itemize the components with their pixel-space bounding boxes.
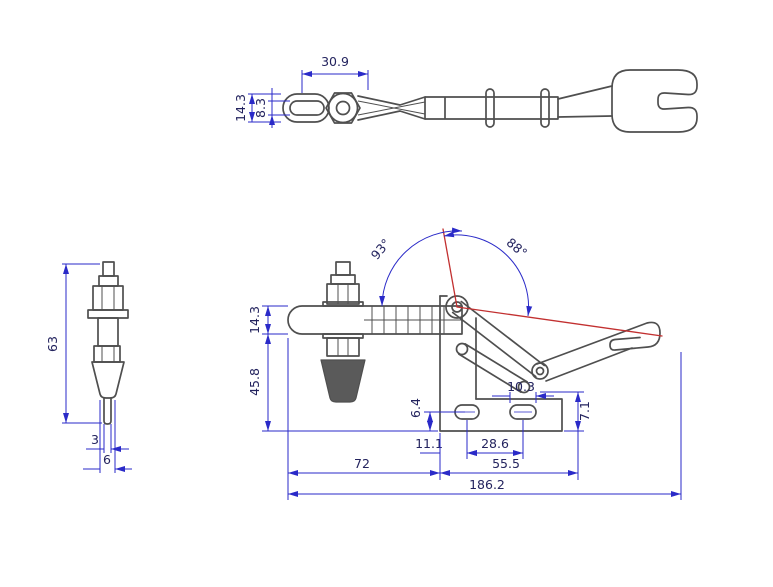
flange-washer bbox=[87, 309, 129, 319]
dim-hole-pitch-label: 28.6 bbox=[481, 436, 509, 451]
top-view: 30.9 14.3 8.3 bbox=[233, 54, 698, 133]
side-view-dimensions: 14.3 45.8 6.4 11.1 28.6 10.3 7.1 bbox=[247, 305, 682, 500]
handle-neck bbox=[557, 85, 613, 118]
angle-arc-sweep bbox=[443, 231, 533, 317]
spindle-cap bbox=[102, 261, 115, 277]
dim-slot-length-label: 10.3 bbox=[507, 379, 535, 394]
dim-base-span-label: 55.5 bbox=[492, 456, 520, 471]
tip-stem bbox=[103, 397, 112, 425]
secondary-link bbox=[458, 343, 528, 393]
nut-bore bbox=[335, 100, 351, 116]
fork-cross-lines bbox=[357, 100, 426, 116]
dim-arm-reach-label: 72 bbox=[354, 456, 370, 471]
eye-slot bbox=[289, 100, 325, 116]
ext-lines-inner-height bbox=[268, 100, 290, 116]
top-view-dimensions: 30.9 14.3 8.3 bbox=[233, 54, 369, 128]
handle-lever-bottom bbox=[545, 347, 633, 382]
spindle-washer-upper bbox=[322, 301, 364, 307]
ext-lines-height-63 bbox=[62, 263, 102, 424]
handle-grip-top bbox=[611, 69, 698, 133]
dim-tip-6-label: 6 bbox=[103, 452, 111, 467]
link-joint-outer bbox=[531, 362, 549, 380]
spindle-body bbox=[97, 317, 119, 347]
link-bar bbox=[424, 96, 559, 120]
hex-nut-top bbox=[325, 92, 361, 124]
hex-facets-upper bbox=[101, 286, 115, 310]
spindle-cap-side bbox=[335, 261, 351, 276]
dim-hole-offset-label: 6.4 bbox=[408, 398, 423, 418]
dim-body-height-label: 45.8 bbox=[247, 368, 262, 396]
spindle-facets-upper bbox=[337, 284, 349, 304]
dim-overall-length-label: 186.2 bbox=[469, 477, 505, 492]
dim-top-width-label: 30.9 bbox=[321, 54, 349, 69]
mounting-slot-right bbox=[509, 404, 537, 420]
dim-inner-height-label: 8.3 bbox=[253, 98, 268, 118]
dim-stem-3-label: 3 bbox=[91, 432, 99, 447]
handle-lever-hook bbox=[536, 321, 661, 365]
link-pin-1 bbox=[485, 88, 495, 128]
dim-hole-left-label: 11.1 bbox=[415, 436, 443, 451]
link-pin-2 bbox=[540, 88, 550, 128]
ext-lines-arm-height bbox=[262, 305, 288, 335]
side-view-part bbox=[287, 261, 661, 432]
side-view: 93° 88° 14.3 45.8 6.4 11.1 28.6 bbox=[247, 227, 682, 500]
hex-nut-lower bbox=[93, 345, 121, 363]
spindle-collar bbox=[98, 275, 119, 287]
secondary-joint-left bbox=[455, 342, 469, 356]
hex-nut-upper bbox=[92, 285, 124, 311]
ext-lines-top-width bbox=[301, 70, 369, 93]
spindle-nut-upper bbox=[326, 283, 360, 305]
hex-facets-lower bbox=[101, 346, 115, 362]
link-joint-inner bbox=[535, 366, 545, 376]
front-view-dimensions: 63 3 6 bbox=[45, 263, 132, 473]
dim-arm-height-label: 14.3 bbox=[247, 306, 262, 334]
fork-arm-lower bbox=[357, 110, 426, 121]
spindle-facets-lower bbox=[337, 338, 349, 356]
front-view-part bbox=[87, 261, 129, 425]
dim-height-63-label: 63 bbox=[45, 336, 60, 352]
front-view: 63 3 6 bbox=[45, 261, 132, 473]
nut-boss bbox=[327, 92, 359, 124]
rubber-tip-side bbox=[320, 359, 366, 403]
rubber-tip-front bbox=[91, 361, 125, 399]
angle-open-label: 93° bbox=[368, 236, 394, 263]
fork-arm-upper bbox=[357, 95, 426, 106]
clamp-arm bbox=[287, 305, 463, 335]
spindle-nut-lower bbox=[326, 337, 360, 357]
top-view-part bbox=[282, 69, 698, 133]
dim-flange-height-label: 7.1 bbox=[577, 401, 592, 421]
ext-lines-stem-3 bbox=[103, 424, 112, 453]
spindle-collar-side bbox=[330, 274, 356, 285]
dim-outer-height-label: 14.3 bbox=[233, 94, 248, 122]
